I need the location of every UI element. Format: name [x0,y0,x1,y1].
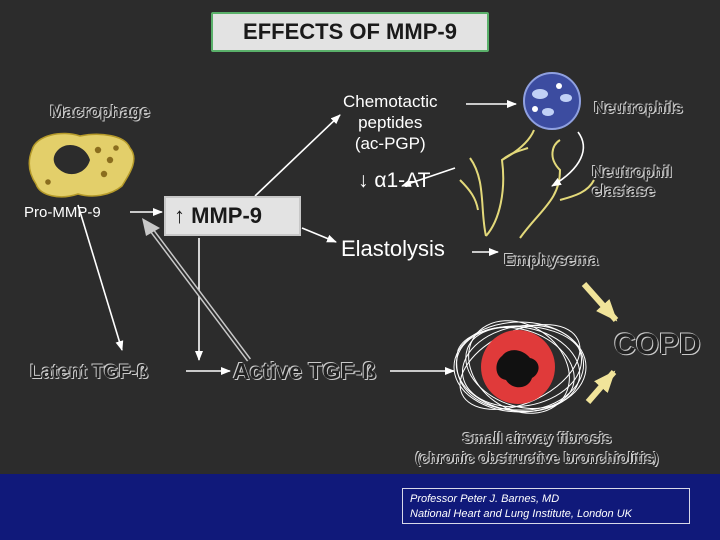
neutrophils-label: Neutrophils [594,100,683,117]
mmp9-label: MMP-9 [191,203,263,228]
alpha1-at-label: ↓ α1-AT [358,169,431,192]
credit-institution: National Heart and Lung Institute, Londo… [410,508,632,520]
airway-fibrosis-icon [453,320,587,414]
elastolysis-label: Elastolysis [341,236,445,261]
chemotactic-peptides-label: Chemotactic peptides (ac-PGP) [343,92,438,153]
down-arrow-icon: ↓ [358,169,369,192]
mmp9-box: ↑ MMP-9 [164,196,301,236]
pro-mmp9-label: Pro-MMP-9 [24,204,101,221]
active-tgf-label: Active TGF-ß [233,358,377,384]
credit-box: Professor Peter J. Barnes, MD National H… [402,488,690,524]
macrophage-cell-icon [28,132,135,198]
emphysema-label: Emphysema [504,252,599,269]
slide-title: EFFECTS OF MMP-9 [211,12,489,52]
tgf-feedback-arrow [142,218,251,362]
neutrophil-elastase-label: Neutrophil elastase [592,164,672,200]
latent-tgf-label: Latent TGF-ß [30,362,149,383]
diagram-graphics [28,72,619,414]
neutrophil-cell-icon [523,72,581,130]
credit-author: Professor Peter J. Barnes, MD [410,493,560,505]
slide-canvas [0,0,720,474]
small-airway-fibrosis-label: Small airway fibrosis (chronic obstructi… [415,430,659,467]
pathway-arrows [77,100,585,375]
copd-label: COPD [614,328,701,361]
up-arrow-icon: ↑ [174,203,185,228]
copd-arrows [581,282,619,404]
emphysema-lines [459,129,595,239]
macrophage-label: Macrophage [50,102,151,121]
